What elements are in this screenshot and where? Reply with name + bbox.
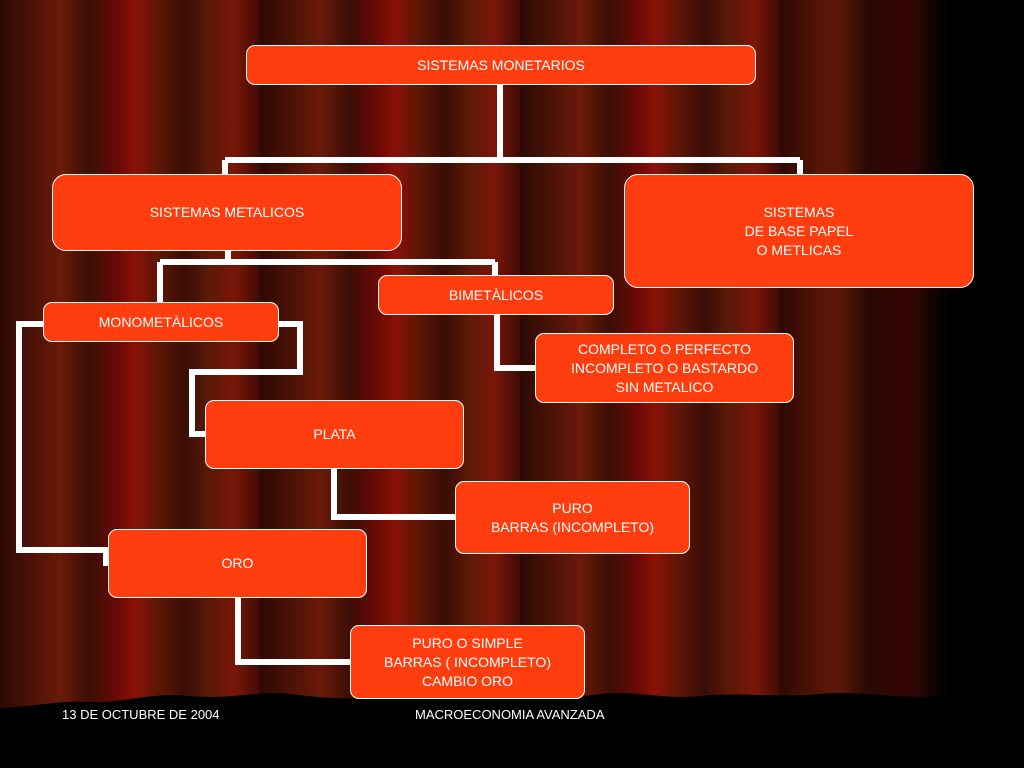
- node-label: COMPLETO O PERFECTO INCOMPLETO O BASTARD…: [571, 340, 758, 395]
- footer-date: 13 DE OCTUBRE DE 2004: [62, 707, 220, 722]
- connector-oro-to-types: [235, 598, 350, 665]
- connector-plata-to-types: [331, 469, 456, 520]
- node-label: ORO: [221, 555, 254, 571]
- node-label: MONOMETÀLICOS: [98, 313, 224, 330]
- node-label: SISTEMAS METALICOS: [149, 204, 305, 220]
- node-label: SISTEMAS DE BASE PAPEL O METLICAS: [744, 203, 854, 258]
- connector-mono-to-oro: [16, 321, 109, 566]
- stage-floor-silhouette: [0, 693, 1024, 768]
- node-bimetalicos: BIMETÀLICOS: [378, 275, 614, 315]
- node-oro-tipos: PURO O SIMPLE BARRAS ( INCOMPLETO) CAMBI…: [350, 625, 585, 699]
- node-label: PURO O SIMPLE BARRAS ( INCOMPLETO) CAMBI…: [384, 634, 551, 689]
- node-plata-tipos: PURO BARRAS (INCOMPLETO): [455, 481, 690, 554]
- node-sistemas-papel: SISTEMAS DE BASE PAPEL O METLICAS: [624, 174, 974, 288]
- node-label: PURO BARRAS (INCOMPLETO): [490, 499, 655, 535]
- node-label: BIMETÀLICOS: [448, 286, 544, 303]
- connector-mono-to-plata: [189, 321, 303, 437]
- connector-metalicos-to-mono-bi: [157, 250, 498, 302]
- node-monometalicos: MONOMETÀLICOS: [43, 302, 279, 342]
- node-oro: ORO: [108, 529, 367, 598]
- node-bimetalicos-tipos: COMPLETO O PERFECTO INCOMPLETO O BASTARD…: [535, 333, 794, 403]
- connector-bimetalicos-to-types: [494, 315, 536, 371]
- connector-root-to-branches: [222, 84, 803, 176]
- node-label: PLATA: [313, 426, 356, 442]
- node-sistemas-metalicos: SISTEMAS METALICOS: [52, 174, 402, 251]
- node-label: SISTEMAS MONETARIOS: [417, 56, 585, 73]
- node-sistemas-monetarios: SISTEMAS MONETARIOS: [246, 45, 756, 85]
- footer-course: MACROECONOMIA AVANZADA: [415, 707, 605, 722]
- node-plata: PLATA: [205, 400, 464, 469]
